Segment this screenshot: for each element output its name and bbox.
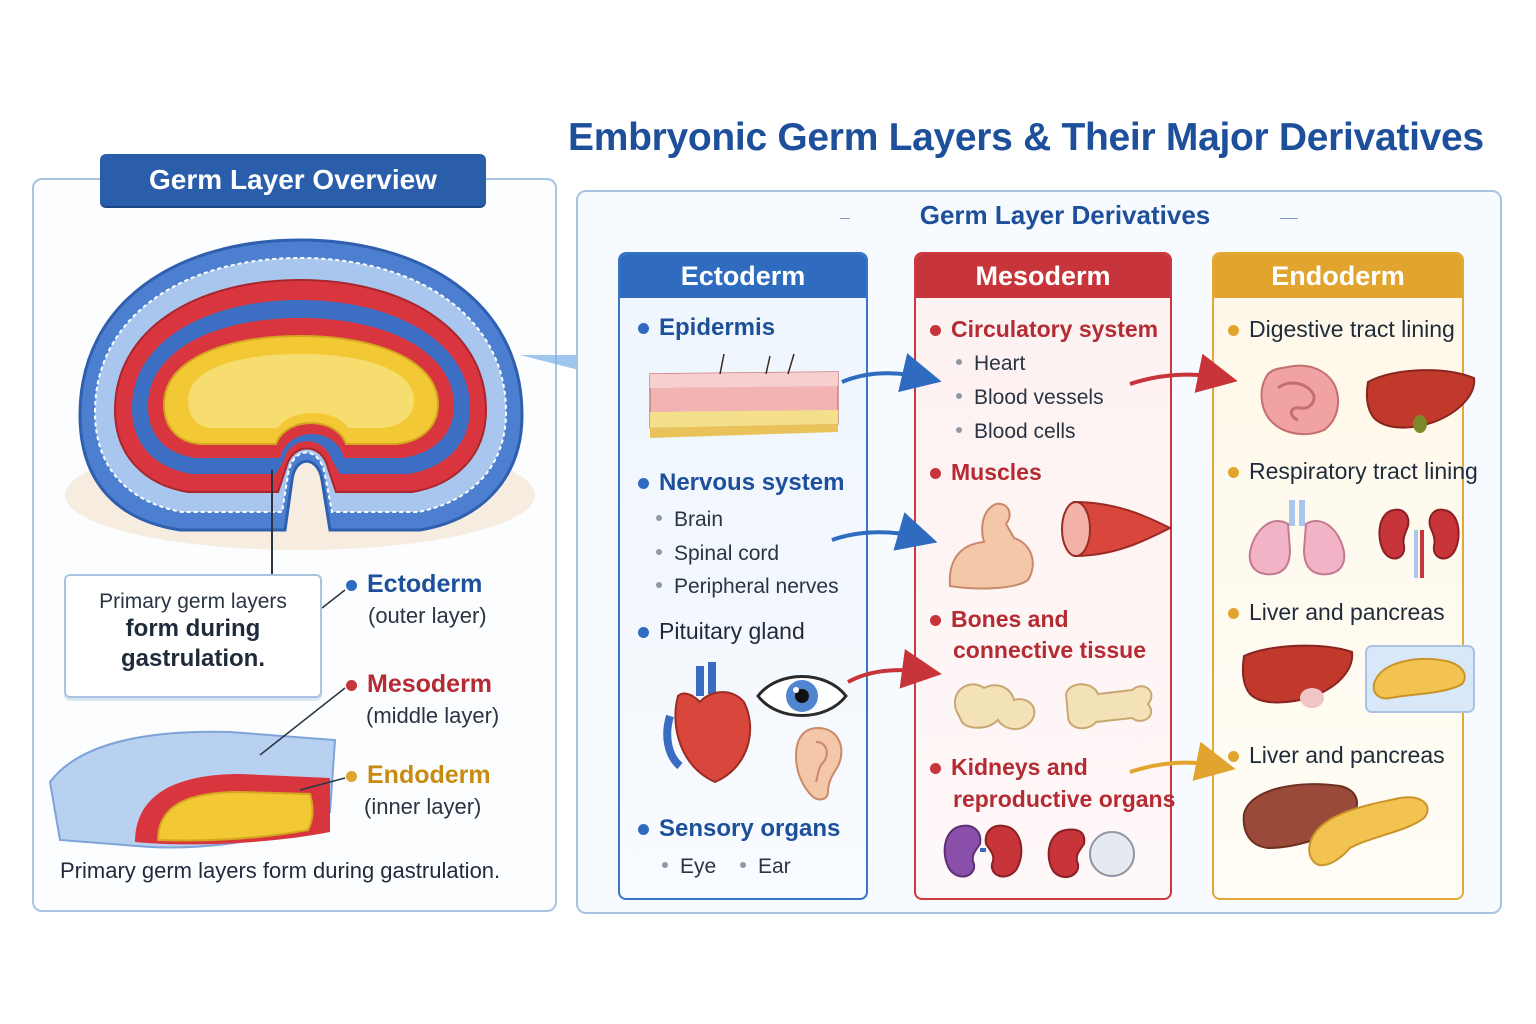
- legend-mesoderm-name: Mesoderm: [367, 670, 493, 698]
- bottom-caption: Primary germ layers form during gastrula…: [60, 858, 501, 883]
- bullet-icon: [1228, 608, 1239, 620]
- arrow-nervous-to-meso: [831, 512, 938, 551]
- legend-ectoderm-desc: (outer layer): [368, 603, 487, 628]
- legend-ectoderm: Ectoderm: [346, 570, 482, 599]
- bullet-icon: [638, 323, 649, 335]
- legend-endoderm: Endoderm: [346, 761, 491, 790]
- endo-item-4-label: Liver and pancreas: [1249, 742, 1445, 768]
- meso-sub-cells: Blood cells: [956, 420, 1076, 444]
- ecto-nervous-sub-brain: Brain: [656, 508, 723, 532]
- arrow-kidneys-to-endo: [1129, 741, 1236, 781]
- meso-kidneys-line1: Kidneys and: [951, 754, 1088, 780]
- ecto-sensory-sub-ear: Ear: [740, 855, 791, 879]
- meso-muscles-label: Muscles: [951, 459, 1042, 485]
- bullet-icon: [1228, 325, 1239, 337]
- legend-ectoderm-name: Ectoderm: [367, 570, 483, 598]
- intestine-icon: [1260, 364, 1340, 436]
- ectoderm-dot: [346, 580, 357, 592]
- liver-icon: [1365, 369, 1476, 433]
- derivatives-title: Germ Layer Derivatives: [850, 200, 1280, 231]
- legend-endoderm-name: Endoderm: [367, 761, 491, 789]
- ecto-epidermis: Epidermis: [638, 314, 775, 342]
- meso-kidneys: Kidneys and: [930, 754, 1088, 781]
- germ-layer-slab-illustration: [48, 730, 337, 849]
- overview-tab: Germ Layer Overview: [100, 154, 486, 206]
- ecto-nervous-sub-spinal: Spinal cord: [656, 542, 779, 566]
- endoderm-header: Endoderm: [1214, 254, 1462, 298]
- ecto-sensory: Sensory organs: [638, 815, 840, 843]
- mesoderm-header: Mesoderm: [916, 254, 1170, 298]
- ecto-pituitary-label: Pituitary gland: [659, 618, 805, 644]
- meso-bones-line1: Bones and: [951, 606, 1069, 632]
- kidneys-icon: [1378, 508, 1460, 578]
- bullet-icon: [930, 468, 941, 480]
- endo-item-1-label: Digestive tract lining: [1249, 316, 1455, 342]
- gastrulation-callout: Primary germ layers form during gastrula…: [64, 574, 322, 698]
- legend-mesoderm-desc: (middle layer): [366, 703, 500, 728]
- page-title: Embryonic Germ Layers & Their Major Deri…: [568, 116, 1484, 159]
- bullet-icon: [1228, 467, 1239, 479]
- mesoderm-dot: [346, 680, 357, 692]
- liver-pancreas-icon: [1241, 644, 1475, 713]
- bullet-icon: [638, 627, 649, 639]
- bone-icon: [953, 683, 1153, 730]
- arm-muscle-icon: [948, 502, 1034, 590]
- bullet-icon: [930, 763, 941, 775]
- bullet-icon: [638, 478, 649, 490]
- ecto-sensory-label: Sensory organs: [659, 815, 841, 842]
- heart-icon: [663, 662, 752, 784]
- callout-line-1: Primary germ layers: [99, 590, 287, 613]
- kidney-icon: [943, 824, 1135, 879]
- bullet-icon: [930, 325, 941, 337]
- bullet-icon: [930, 615, 941, 627]
- endo-item-3: Liver and pancreas: [1228, 599, 1445, 626]
- meso-muscles: Muscles: [930, 459, 1042, 486]
- ecto-pituitary: Pituitary gland: [638, 618, 805, 645]
- ecto-nervous: Nervous system: [638, 469, 844, 497]
- ecto-nervous-label: Nervous system: [659, 469, 845, 496]
- callout-line-3: gastrulation.: [120, 645, 265, 672]
- meso-sub-vessels: Blood vessels: [956, 386, 1104, 410]
- endo-item-2: Respiratory tract lining: [1228, 458, 1478, 485]
- endo-item-1: Digestive tract lining: [1228, 316, 1455, 343]
- lungs-icon: [1248, 500, 1346, 576]
- endo-item-2-label: Respiratory tract lining: [1249, 458, 1478, 484]
- callout-line-2: form during: [125, 615, 261, 642]
- ear-icon: [794, 726, 843, 801]
- endo-item-3-label: Liver and pancreas: [1249, 599, 1445, 625]
- arrow-circulatory-to-endo: [1129, 353, 1238, 393]
- muscle-fiber-icon: [1061, 500, 1173, 558]
- meso-circulatory: Circulatory system: [930, 316, 1158, 343]
- skin-tissue-icon: [649, 353, 839, 438]
- meso-circulatory-label: Circulatory system: [951, 316, 1159, 342]
- legend-endoderm-desc: (inner layer): [364, 794, 482, 819]
- endoderm-dot: [346, 771, 357, 783]
- meso-kidneys-line2: reproductive organs: [953, 786, 1176, 812]
- meso-bones: Bones and: [930, 604, 1069, 638]
- legend-mesoderm: Mesoderm: [346, 670, 492, 699]
- ecto-sensory-sub-eye: Eye: [662, 855, 716, 879]
- liver-pancreas-detail-icon: [1242, 783, 1429, 867]
- meso-sub-heart: Heart: [956, 352, 1025, 376]
- ecto-nervous-sub-nerves: Peripheral nerves: [656, 575, 839, 599]
- eye-icon: [756, 675, 848, 717]
- arrow-pituitary-to-meso: [847, 649, 942, 689]
- bullet-icon: [638, 824, 649, 836]
- meso-bones-line2: connective tissue: [953, 637, 1147, 663]
- ecto-epidermis-label: Epidermis: [659, 314, 776, 341]
- ectoderm-header: Ectoderm: [620, 254, 866, 298]
- embryo-disc-illustration: [65, 238, 535, 575]
- arrow-epidermis-to-meso: [841, 353, 942, 393]
